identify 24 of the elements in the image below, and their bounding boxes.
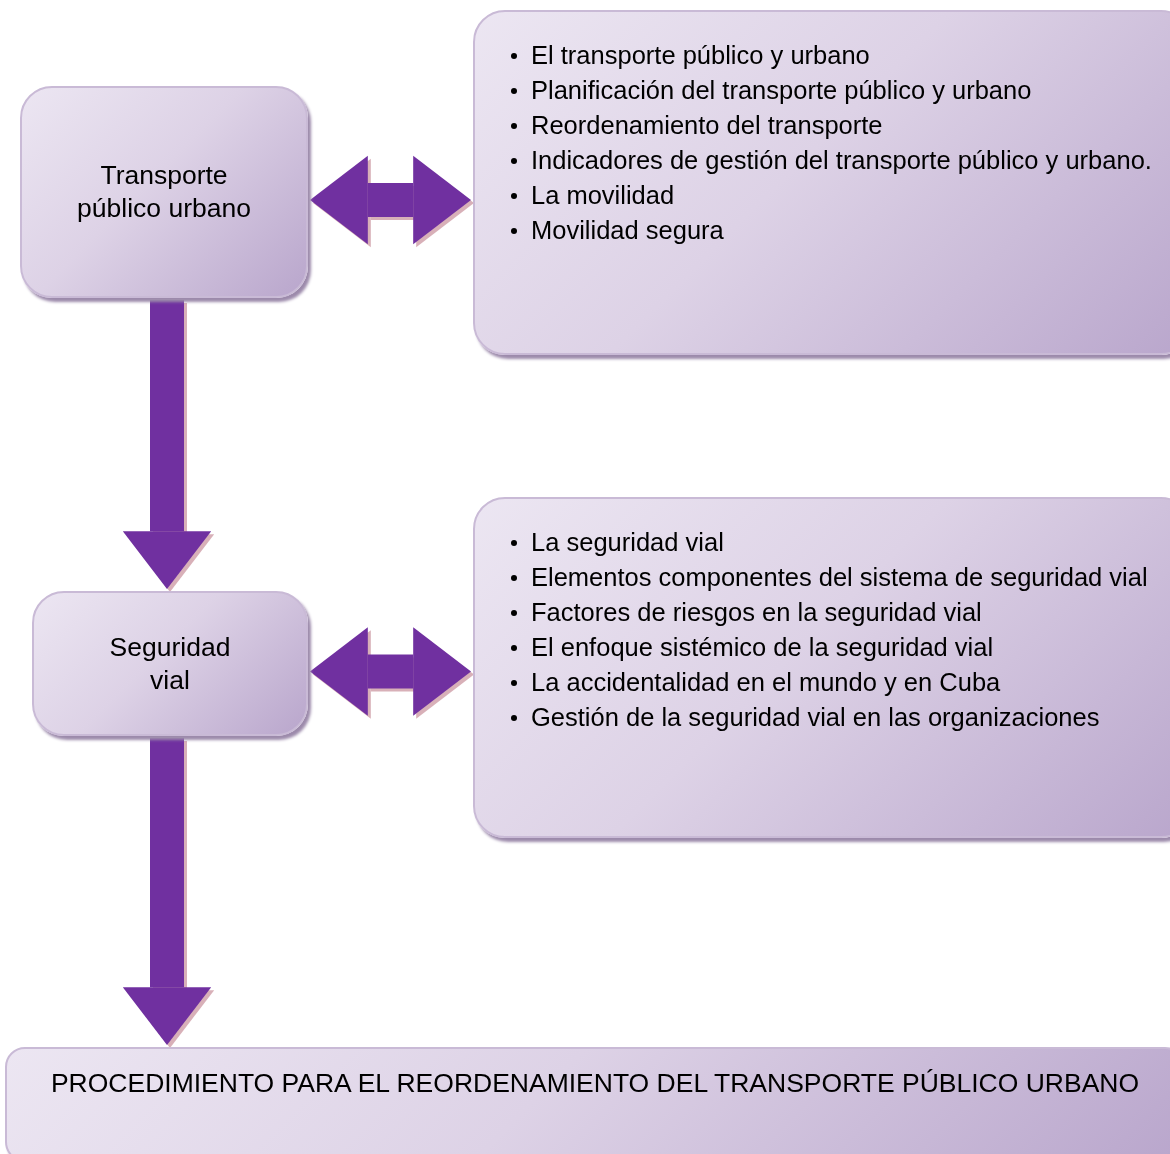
node-label: Seguridad vial — [108, 630, 232, 697]
list-item-text: Elementos componentes del sistema de seguridad vial — [531, 563, 1148, 591]
list-item-text: La movilidad — [531, 181, 675, 209]
topic-list-box — [473, 10, 1170, 355]
process-box — [20, 86, 308, 298]
list-item-text: Planificación del transporte público y urbano — [531, 76, 1032, 104]
block-arrow — [310, 627, 471, 716]
process-box — [32, 591, 308, 736]
list-item-text: Gestión de la seguridad vial en las organizaciones — [531, 703, 1100, 731]
list-item-text: El transporte público y urbano — [531, 41, 870, 69]
block-arrow — [310, 155, 471, 245]
list-item-text: La accidentalidad en el mundo y en Cuba — [531, 668, 1001, 696]
list-item-text: Indicadores de gestión del transporte público y urbano. — [531, 146, 1152, 174]
list-item-text: La seguridad vial — [531, 528, 724, 556]
block-arrow — [122, 738, 212, 1045]
list-item-text: Factores de riesgos en la seguridad vial — [531, 598, 982, 626]
list-item-text: Movilidad segura — [531, 216, 724, 244]
block-arrow — [122, 300, 212, 589]
list-item-text: Reordenamiento del transporte — [531, 111, 883, 139]
process-box — [5, 1047, 1170, 1154]
list-item-text: El enfoque sistémico de la seguridad vial — [531, 633, 994, 661]
node-label: Transporte público urbano — [76, 159, 252, 225]
topic-list-box — [473, 497, 1170, 838]
node-label: PROCEDIMIENTO PARA EL REORDENAMIENTO DEL TRANSPORTE PÚBLICO URBANO — [50, 1067, 1140, 1100]
